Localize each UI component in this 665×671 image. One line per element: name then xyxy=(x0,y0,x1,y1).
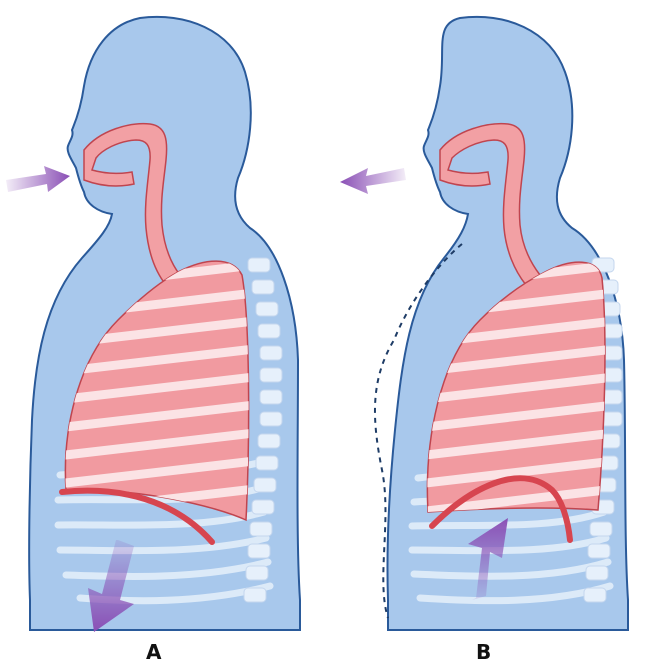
vertebra xyxy=(254,478,276,492)
panel-b xyxy=(340,17,640,630)
vertebra xyxy=(586,566,608,580)
vertebra xyxy=(248,544,270,558)
vertebra xyxy=(256,456,278,470)
vertebra xyxy=(256,302,278,316)
panel-a xyxy=(6,17,300,632)
inhale-arrow-icon xyxy=(6,166,70,192)
vertebra xyxy=(248,258,270,272)
vertebra xyxy=(252,280,274,294)
exhale-arrow-icon xyxy=(340,168,406,194)
panel-label-b: B xyxy=(476,640,491,664)
vertebra xyxy=(258,434,280,448)
vertebra xyxy=(246,566,268,580)
vertebra xyxy=(588,544,610,558)
vertebra xyxy=(258,324,280,338)
vertebra xyxy=(260,368,282,382)
vertebra xyxy=(590,522,612,536)
vertebra xyxy=(252,500,274,514)
vertebra xyxy=(260,346,282,360)
vertebra xyxy=(260,390,282,404)
vertebra xyxy=(584,588,606,602)
panel-label-a: A xyxy=(146,640,161,664)
vertebra xyxy=(250,522,272,536)
vertebra xyxy=(260,412,282,426)
vertebra xyxy=(244,588,266,602)
